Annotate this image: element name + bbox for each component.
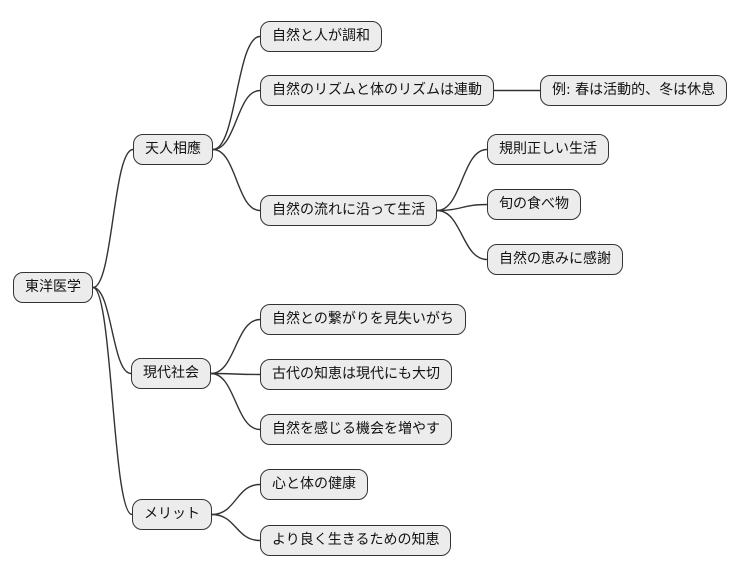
edge-connector [92,286,132,375]
node-leaf-live-with-flow[interactable]: 自然の流れに沿って生活 [260,195,438,226]
edge-connector [210,318,261,375]
node-leaf-mind-body-health[interactable]: 心と体の健康 [260,469,368,500]
edge-connector [92,148,134,289]
edge-connector [436,148,488,212]
node-leaf-seasonal-food[interactable]: 旬の食べ物 [487,189,581,220]
node-leaf-nature-harmony[interactable]: 自然と人が調和 [260,21,382,52]
edge-connector [212,148,261,212]
node-leaf-gratitude-nature[interactable]: 自然の恵みに感謝 [487,244,623,275]
edge-connector [211,483,261,516]
node-leaf-wisdom-for-living[interactable]: より良く生きるための知恵 [260,525,452,556]
edge-connector [92,286,133,516]
edge-connector [212,35,261,151]
node-leaf-losing-connection[interactable]: 自然との繋がりを見失いがち [260,304,466,335]
edge-connector [212,89,261,151]
edge-connector [210,372,261,431]
node-leaf-rhythm-link[interactable]: 自然のリズムと体のリズムは連動 [260,75,494,106]
node-branch-modern-society[interactable]: 現代社会 [131,358,211,389]
node-branch-merit[interactable]: メリット [132,499,212,530]
node-branch-tenjin-soo[interactable]: 天人相應 [133,134,213,165]
node-leaf-ancient-wisdom[interactable]: 古代の知恵は現代にも大切 [260,359,452,390]
node-leaf-more-nature-time[interactable]: 自然を感じる機会を増やす [260,414,452,445]
edge-connector [436,209,488,261]
node-leaf-example-seasons[interactable]: 例: 春は活動的、冬は休息 [540,75,728,106]
edge-connector [211,513,261,542]
node-root-toyo-igaku[interactable]: 東洋医学 [13,272,93,303]
edge-connector [436,203,488,212]
node-leaf-regular-life[interactable]: 規則正しい生活 [487,134,609,165]
edge-connector [210,372,261,376]
